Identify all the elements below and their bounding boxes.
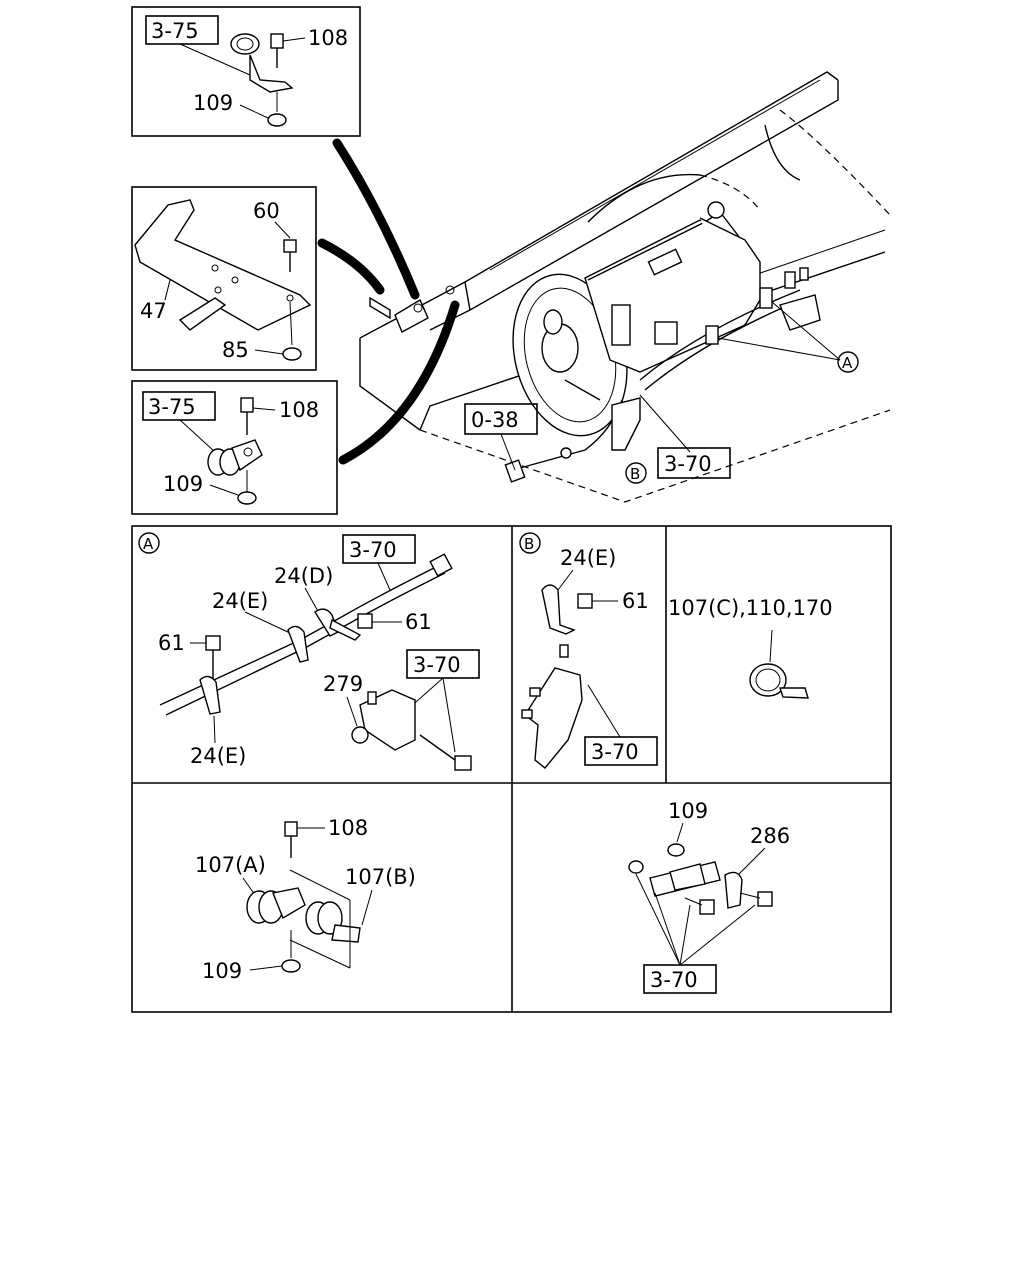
label-107c-110-170: 107(C),110,170 bbox=[668, 596, 833, 620]
nut-109-d: 109 bbox=[202, 959, 242, 983]
inset-3: 3-75 108 109 bbox=[131, 380, 338, 515]
bolt-60: 60 bbox=[253, 199, 280, 223]
inset-2: 60 85 47 bbox=[131, 186, 317, 371]
marker-a-circle bbox=[837, 351, 859, 373]
leader-inset-1 bbox=[332, 138, 420, 300]
detail-a-marker-label: A bbox=[143, 535, 154, 553]
leader-inset-3 bbox=[338, 300, 460, 465]
detail-grid-frame bbox=[131, 525, 892, 1013]
clamp-107a: 107(A) bbox=[195, 853, 266, 877]
ref-label-3-70-a: 3-70 bbox=[349, 538, 397, 562]
nut-109-a: 109 bbox=[193, 91, 233, 115]
ref-label-3-75-a: 3-75 bbox=[151, 19, 199, 43]
detail-c: 107(C),110,170 bbox=[668, 596, 833, 699]
transmission bbox=[512, 201, 761, 437]
nut-61-right: 61 bbox=[405, 610, 432, 634]
ref-box-3-70-a bbox=[342, 534, 416, 564]
marker-b-circle bbox=[625, 462, 647, 484]
clip-24e-lower: 24(E) bbox=[190, 744, 246, 768]
bracket-286: 286 bbox=[750, 824, 790, 848]
clip-24e-b: 24(E) bbox=[560, 546, 616, 570]
marker-a-label: A bbox=[842, 354, 853, 372]
ref-box-3-75-b bbox=[142, 391, 216, 421]
bolt-108-a: 108 bbox=[308, 26, 348, 50]
leader-inset-2 bbox=[317, 238, 385, 295]
bolt-108-b: 108 bbox=[279, 398, 319, 422]
inset-1: 3-75 108 109 bbox=[131, 6, 361, 137]
detail-a-marker-circle bbox=[138, 532, 160, 554]
marker-b-label: B bbox=[630, 465, 640, 483]
detail-b: B 24(E) 61 3-70 bbox=[519, 532, 658, 769]
nut-109-e: 109 bbox=[668, 799, 708, 823]
nut-85: 85 bbox=[222, 338, 249, 362]
detail-d: 108 107(A) 107(B) 109 bbox=[195, 816, 416, 983]
detail-b-marker-label: B bbox=[524, 535, 534, 553]
ref-label-3-70-main: 3-70 bbox=[664, 452, 712, 476]
ref-box-3-70-main bbox=[657, 447, 731, 479]
detail-e: 109 286 3-70 bbox=[628, 799, 790, 994]
detail-b-marker-circle bbox=[519, 532, 541, 554]
cable-and-linkage bbox=[504, 267, 841, 483]
detail-a: A 3-70 24(D) 24(E) 61 61 24(E) 3-70 279 bbox=[138, 532, 480, 771]
nut-61-b: 61 bbox=[622, 589, 649, 613]
bolt-108-d: 108 bbox=[328, 816, 368, 840]
frame-bracket bbox=[369, 285, 455, 333]
clip-24e-upper: 24(E) bbox=[212, 589, 268, 613]
nut-279: 279 bbox=[323, 672, 363, 696]
main-view: 0-38 3-70 A B bbox=[317, 71, 891, 503]
bracket-47: 47 bbox=[140, 299, 167, 323]
ref-label-0-38: 0-38 bbox=[471, 408, 519, 432]
ref-label-3-70-d: 3-70 bbox=[650, 968, 698, 992]
ref-box-3-70-c bbox=[584, 736, 658, 766]
nut-61-left: 61 bbox=[158, 631, 185, 655]
ref-label-3-75-b: 3-75 bbox=[148, 395, 196, 419]
nut-109-b: 109 bbox=[163, 472, 203, 496]
ref-box-3-75-a bbox=[145, 15, 219, 45]
clip-24d: 24(D) bbox=[274, 564, 333, 588]
clamp-107b: 107(B) bbox=[345, 865, 416, 889]
ref-label-3-70-c: 3-70 bbox=[591, 740, 639, 764]
ref-label-3-70-b: 3-70 bbox=[413, 653, 461, 677]
